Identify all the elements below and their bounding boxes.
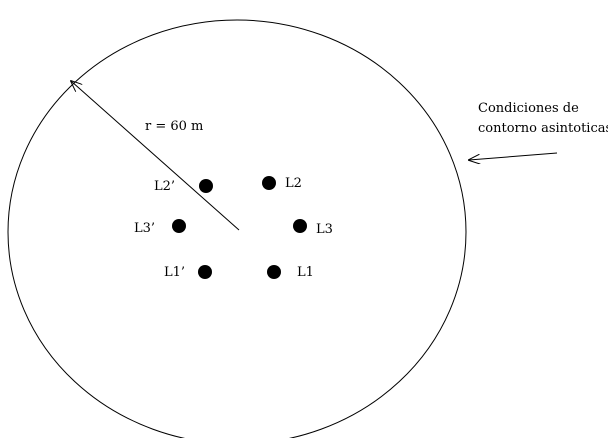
well-marker-l3p <box>172 219 186 233</box>
boundary-arrow <box>469 152 558 160</box>
well-marker-l3 <box>293 219 307 233</box>
well-marker-l1 <box>267 265 281 279</box>
radius-arrow <box>71 81 240 231</box>
well-marker-l2 <box>262 176 276 190</box>
domain-boundary-circle <box>7 19 467 438</box>
well-label-l2p: L2’ <box>154 179 175 194</box>
boundary-label-line1: Condiciones de <box>478 101 579 116</box>
well-label-l1: L1 <box>297 265 314 280</box>
well-label-l3p: L3’ <box>134 221 155 236</box>
radius-label: r = 60 m <box>145 119 203 134</box>
well-marker-l1p <box>198 265 212 279</box>
well-marker-l2p <box>199 179 213 193</box>
boundary-label-line2: contorno asintoticas <box>478 121 608 136</box>
well-label-l3: L3 <box>316 222 333 237</box>
well-label-l2: L2 <box>285 176 302 191</box>
well-label-l1p: L1’ <box>164 265 185 280</box>
